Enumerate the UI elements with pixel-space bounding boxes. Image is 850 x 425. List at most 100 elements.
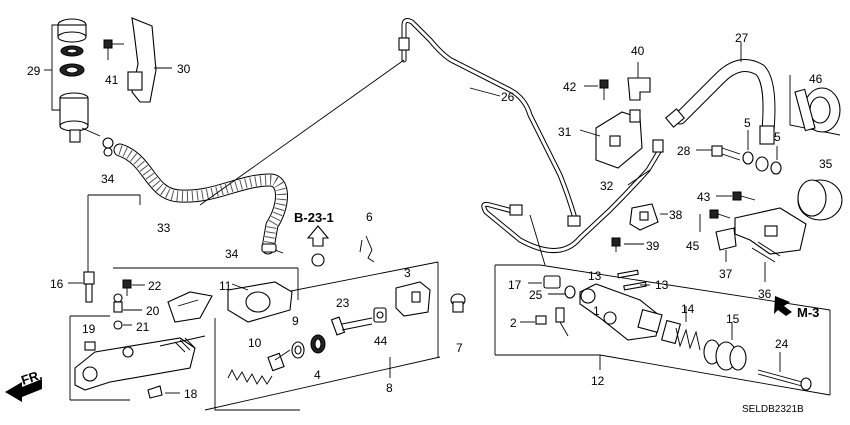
fluid-reservoir [59,92,101,143]
label-46: 46 [809,72,823,86]
label-24: 24 [775,337,789,351]
hose-nipple [755,156,769,172]
bolt-23 [330,316,373,336]
label-41: 41 [105,73,119,87]
dust-boot [703,339,747,371]
label-37: 37 [719,267,733,281]
label-4: 4 [314,368,321,382]
clip-40 [627,77,651,101]
label-11: 11 [219,279,232,293]
label-18: 18 [184,387,198,401]
snap-clip [113,320,123,330]
label-39: 39 [646,239,660,253]
flex-hose [673,59,776,137]
gasket-plate [167,291,213,323]
bolt-42 [599,79,609,100]
nut-44 [373,307,387,323]
hose-end-fittings [665,108,775,145]
reservoir-seal [60,45,84,57]
label-16: 16 [50,277,64,291]
bleeder-screw [555,307,569,337]
label-27: 27 [735,31,749,45]
label-15: 15 [726,312,740,326]
bracket-31 [595,109,643,169]
clevis-pin [113,293,123,313]
clip-37 [715,227,737,251]
label-10: 10 [248,336,262,350]
reference-b-label: B-23-1 [294,210,334,225]
part-labels: 1 2 3 4 5 5 6 7 8 9 10 11 12 13 13 14 15… [19,31,832,415]
reference-m-label: M-3 [797,305,819,320]
pipe-fitting-mid [509,139,664,227]
label-23: 23 [336,296,350,310]
label-32: 32 [600,179,614,193]
release-bearing [794,87,841,133]
hose-clip-upper [102,137,114,157]
label-17: 17 [508,278,522,292]
label-20: 20 [146,304,160,318]
label-13b: 13 [655,278,669,292]
label-36: 36 [758,287,772,301]
union-bolt [711,145,741,161]
lower-pipe [481,147,663,253]
clip-38 [629,203,659,231]
label-12: 12 [591,374,605,388]
bolt-22 [122,279,132,296]
reference-b-arrow [306,225,330,267]
label-44: 44 [374,334,388,348]
label-5b: 5 [774,130,781,144]
fitting-16 [83,271,95,303]
pin-13b [623,281,647,291]
label-42: 42 [563,80,577,94]
washer-5b [770,161,782,175]
label-45: 45 [686,239,700,253]
plug-7 [450,293,466,313]
label-1: 1 [593,304,600,318]
gasket-11 [227,281,293,323]
slave-cylinder [579,283,663,341]
label-25: 25 [529,288,543,302]
bolt-45 [709,209,731,219]
label-31: 31 [558,125,572,139]
hose-clip-lower [261,243,277,253]
front-label: FR. [19,367,44,388]
label-29: 29 [27,64,41,78]
diagram-code: SELDB2321B [742,404,804,415]
label-38: 38 [669,208,683,222]
cap-35 [797,179,843,221]
label-2: 2 [510,316,517,330]
label-7: 7 [456,341,463,355]
bolt-39 [611,237,621,252]
retaining-clip [147,385,163,399]
pin-13a [617,269,639,279]
label-9: 9 [292,314,299,328]
bracket-36 [734,207,807,263]
label-26: 26 [501,90,515,104]
bracket-3 [395,281,431,317]
washer-5a [742,151,754,165]
label-8: 8 [386,381,393,395]
label-21: 21 [136,320,150,334]
label-5a: 5 [744,116,751,130]
label-3: 3 [404,266,411,280]
label-14: 14 [681,302,695,316]
nut-19 [84,341,96,351]
label-22: 22 [148,279,162,293]
bolt-41 [103,39,124,60]
label-19: 19 [82,322,96,336]
reservoir-float [59,63,85,77]
pipe-fitting-top [398,37,410,51]
pushrod-spring [227,349,291,385]
master-cylinder [74,335,206,391]
fitting-17 [543,275,561,289]
bleeder-cap [535,315,547,325]
front-arrow [5,379,42,402]
piston-spring [660,319,701,351]
reservoir-cap [57,18,87,43]
push-rod [757,369,812,391]
label-34a: 34 [101,172,115,186]
bolt-43 [732,191,756,201]
reservoir-bracket [127,17,157,103]
washer-25 [564,285,576,299]
